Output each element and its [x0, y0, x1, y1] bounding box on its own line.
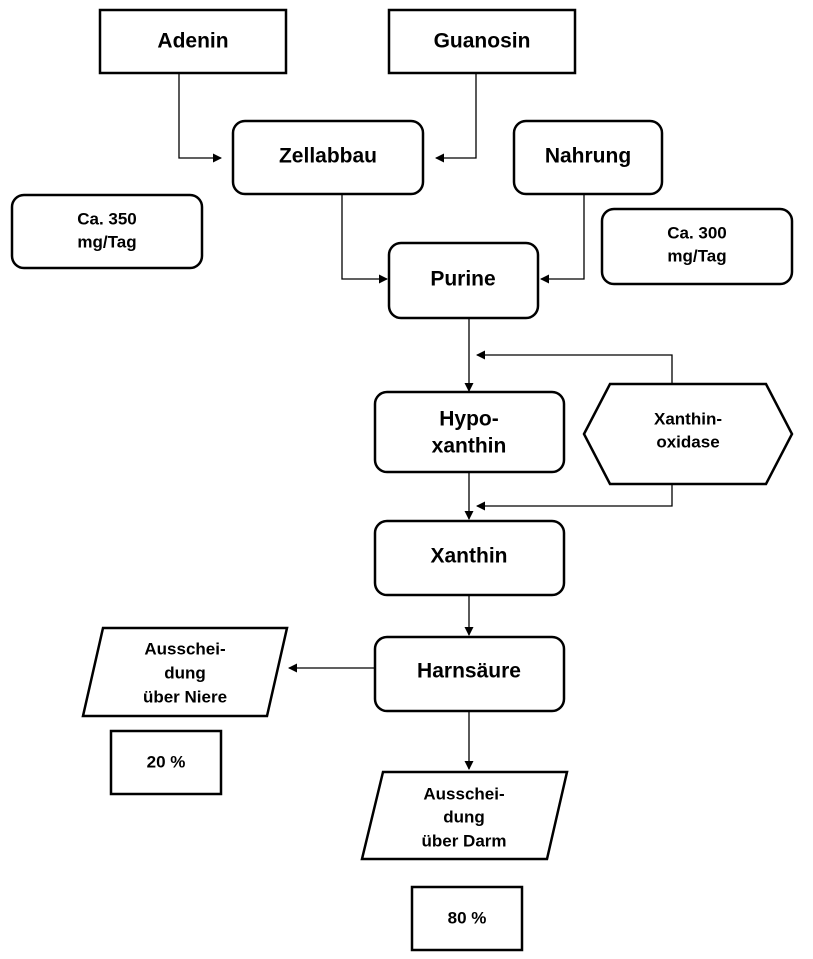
node-xanthinoxidase-line-1: Xanthin-: [654, 409, 722, 428]
node-xanthinoxidase-line-2: oxidase: [656, 432, 719, 451]
note-300-line-2: mg/Tag: [667, 246, 726, 265]
arrow-guanosin-zellabbau: [435, 73, 477, 163]
note-350-line-2: mg/Tag: [77, 232, 136, 251]
node-nahrung: Nahrung: [512, 119, 664, 196]
arrow-nahrung-purine: [540, 194, 585, 284]
node-ausscheidung-niere: Ausschei- dung über Niere: [81, 626, 289, 718]
percent-darm-box: 80 %: [410, 885, 524, 952]
connectors: [178, 73, 673, 770]
note-350-mg: Ca. 350 mg/Tag: [10, 193, 204, 270]
arrow-adenin-zellabbau: [178, 73, 222, 163]
node-xanthin: Xanthin: [373, 519, 566, 597]
note-350-line-1: Ca. 350: [77, 209, 137, 228]
node-guanosin: Guanosin: [387, 8, 577, 75]
node-niere-line-3: über Niere: [143, 687, 227, 706]
node-darm-line-1: Ausschei-: [423, 784, 504, 803]
note-300-line-1: Ca. 300: [667, 223, 727, 242]
node-hypoxanthin: Hypo- xanthin: [373, 390, 566, 474]
percent-niere-label: 20 %: [147, 752, 186, 771]
arrow-xanthinoxidase-top: [476, 350, 673, 383]
node-adenin-label: Adenin: [157, 30, 228, 53]
node-niere-line-1: Ausschei-: [144, 639, 225, 658]
node-harnsaeure-label: Harnsäure: [417, 660, 521, 683]
note-300-mg: Ca. 300 mg/Tag: [600, 207, 794, 286]
arrow-zellabbau-purine: [341, 194, 388, 284]
node-harnsaeure: Harnsäure: [373, 635, 566, 713]
node-xanthin-label: Xanthin: [431, 545, 508, 568]
node-adenin: Adenin: [98, 8, 288, 75]
percent-darm-label: 80 %: [448, 908, 487, 927]
node-darm-line-2: dung: [443, 807, 485, 826]
node-darm-line-3: über Darm: [421, 831, 506, 850]
node-nahrung-label: Nahrung: [545, 145, 631, 168]
node-purine: Purine: [387, 241, 540, 320]
node-hypoxanthin-line-2: xanthin: [432, 435, 507, 458]
node-purine-label: Purine: [430, 268, 495, 291]
node-xanthinoxidase: Xanthin- oxidase: [582, 382, 794, 486]
node-zellabbau: Zellabbau: [231, 119, 425, 196]
node-ausscheidung-darm: Ausschei- dung über Darm: [360, 770, 569, 861]
node-hypoxanthin-line-1: Hypo-: [439, 408, 499, 431]
arrow-xanthinoxidase-bottom: [476, 483, 673, 511]
node-zellabbau-label: Zellabbau: [279, 145, 377, 168]
node-niere-line-2: dung: [164, 663, 206, 682]
percent-niere-box: 20 %: [109, 729, 223, 796]
node-guanosin-label: Guanosin: [434, 30, 531, 53]
